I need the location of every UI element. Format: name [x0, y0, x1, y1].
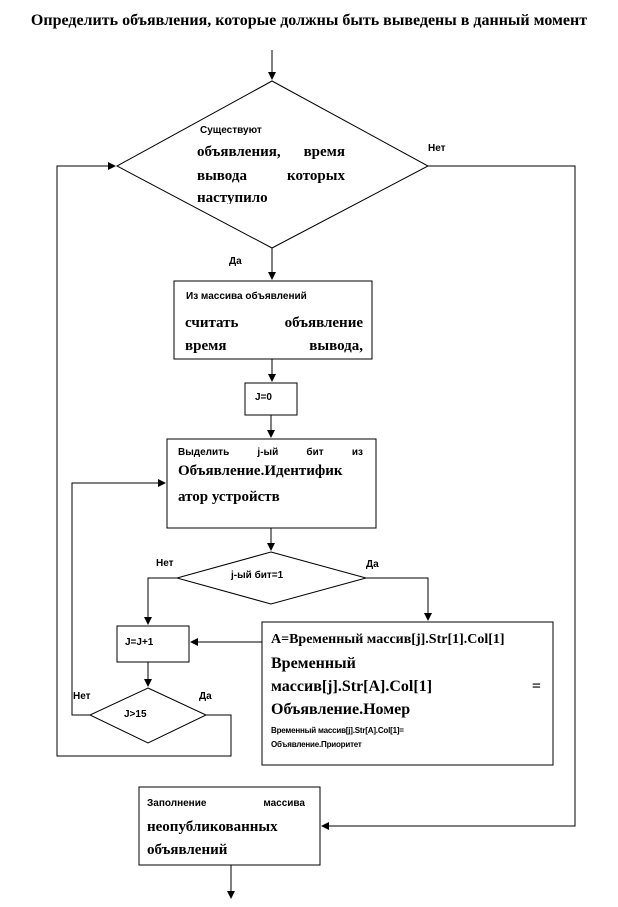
assign-box-line5: Временный массив[j].Str[A].Col[1]= — [271, 726, 404, 735]
decision3-label: J>15 — [124, 709, 147, 720]
decision1-line3-word1: вывода — [197, 168, 247, 184]
connector-decision3-yes-loop — [56, 162, 232, 757]
j-init-label: J=0 — [255, 392, 272, 403]
fill-box-line2: неопубликованных — [147, 819, 278, 835]
increment-label: J=J+1 — [125, 637, 154, 648]
fill-box-line1-word1: Заполнение — [147, 798, 207, 809]
decision1-no-label: Нет — [428, 143, 446, 154]
decision1-yes-label: Да — [229, 256, 242, 267]
fill-box-line1: Заполнение массива — [147, 799, 305, 809]
decision-bit-set-diamond — [175, 551, 368, 605]
connector-decision1-no — [321, 165, 576, 830]
process-assign-box — [261, 621, 554, 766]
assign-box-line1: A=Временный массив[j].Str[1].Col[1] — [271, 633, 505, 647]
read-box-line2-word2: объявление — [284, 315, 363, 331]
connector-decision2-no — [144, 577, 177, 625]
select-box-line2: Объявление.Идентифик — [178, 463, 343, 479]
decision1-line2-word2: время — [303, 144, 345, 160]
decision-j-limit-diamond — [88, 687, 208, 744]
assign-box-line2: Временный — [271, 655, 356, 672]
assign-box-line3: массив[j].Str[A].Col[1] = — [271, 679, 541, 695]
process-increment-box — [116, 625, 190, 663]
decision1-line3: вывода которых — [197, 169, 345, 184]
process-read-ad-box — [173, 280, 373, 360]
assign-box-line1-text: A=Временный массив[j].Str[1].Col[1] — [271, 632, 505, 647]
read-box-line3: время вывода, — [185, 339, 363, 354]
decision1-line2-word1: объявления, — [197, 144, 281, 160]
decision2-label: j-ый бит=1 — [231, 570, 284, 581]
select-box-line1-word4: из — [351, 447, 363, 458]
process-fill-array-box — [138, 786, 321, 866]
select-box-line1: Выделить j-ый бит из — [178, 448, 363, 458]
assign-box-line4: Объявление.Номер — [271, 701, 411, 718]
assign-box-line3-part2: = — [531, 678, 541, 695]
read-box-line2: считать объявление — [185, 316, 363, 331]
decision2-yes-label: Да — [366, 559, 379, 570]
fill-box-line3: объявлений — [147, 842, 228, 858]
read-box-line2-word1: считать — [185, 315, 239, 331]
select-box-line3: атор устройств — [178, 489, 280, 505]
read-box-line3-word2: вывода, — [309, 338, 363, 354]
assign-box-line6: Объявление.Приоритет — [271, 740, 362, 749]
decision2-no-label: Нет — [156, 558, 174, 569]
fill-box-line1-word2: массива — [263, 798, 305, 809]
select-box-line1-word3: бит — [306, 447, 324, 458]
read-box-line1: Из массива объявлений — [186, 291, 307, 302]
decision1-line4-clip: наступило — [196, 189, 316, 205]
diagram-title: Определить объявления, которые должны бы… — [30, 12, 588, 29]
connector-decision2-yes — [366, 577, 432, 621]
assign-box-line3-part1: массив[j].Str[A].Col[1] — [271, 678, 433, 695]
decision1-line2: объявления, время — [197, 145, 345, 160]
read-box-line3-word1: время — [185, 338, 227, 354]
decision1-line3-word2: которых — [287, 168, 345, 184]
decision-ads-due-diamond — [115, 80, 430, 249]
decision1-line1: Существуют — [200, 125, 262, 136]
decision3-no-label: Нет — [73, 691, 91, 702]
connector-decision3-no-loop — [71, 479, 166, 716]
select-box-line1-word2: j-ый — [257, 447, 279, 458]
decision1-line4: наступило — [197, 190, 268, 205]
select-box-line1-word1: Выделить — [178, 447, 230, 458]
decision3-yes-label: Да — [199, 691, 212, 702]
